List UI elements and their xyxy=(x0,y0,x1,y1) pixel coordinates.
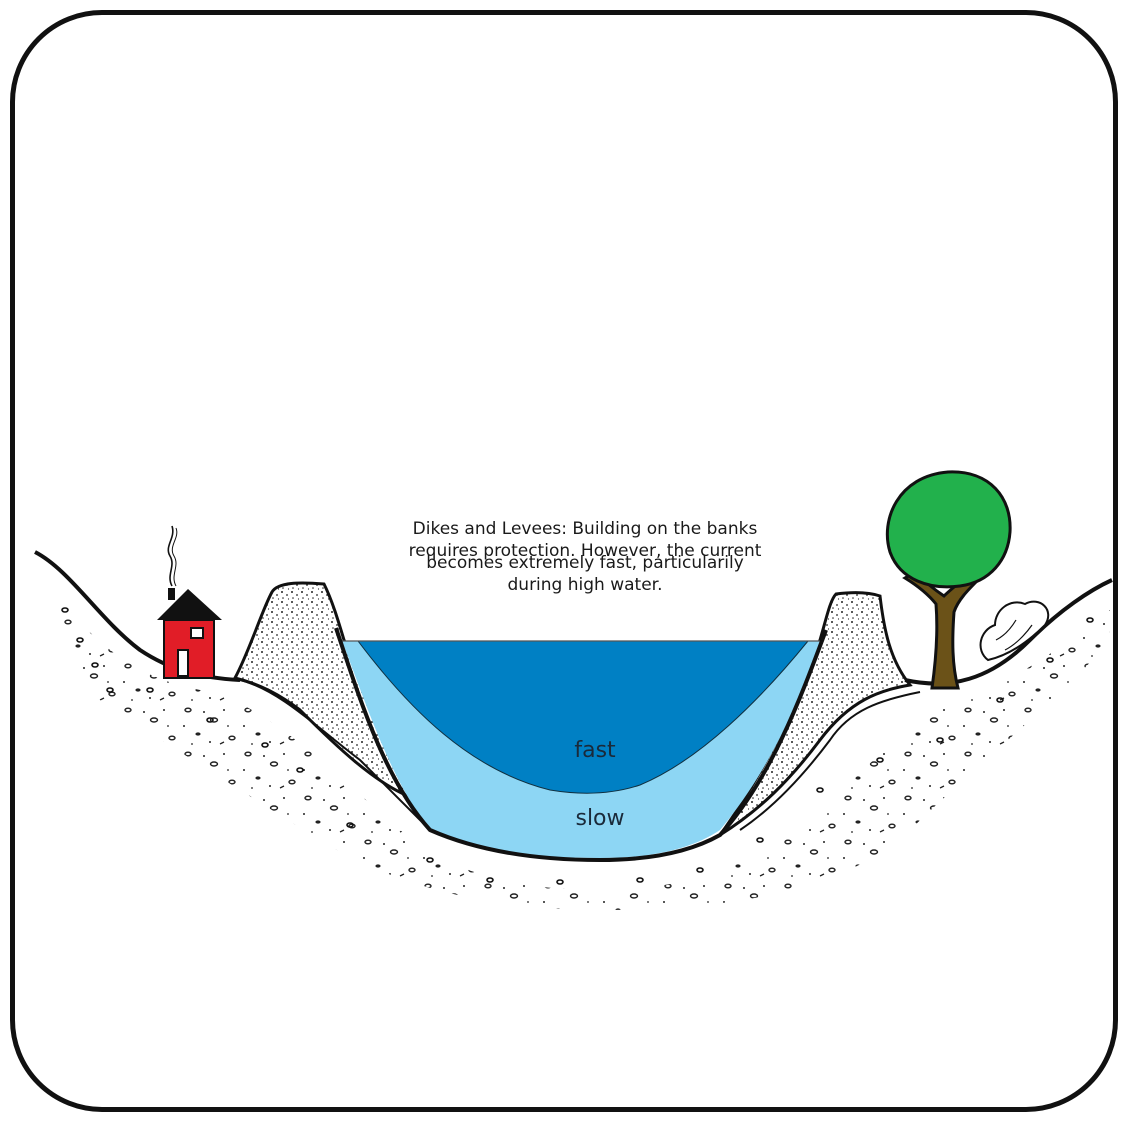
caption-line-4: during high water. xyxy=(370,574,800,596)
diagram-caption: Dikes and Levees: Building on the banks … xyxy=(370,518,800,596)
fast-water-label: fast xyxy=(574,738,615,763)
caption-line-1: Dikes and Levees: Building on the banks xyxy=(370,518,800,540)
house-icon xyxy=(157,588,222,678)
smoke-icon xyxy=(168,526,173,586)
bush-icon xyxy=(981,602,1049,660)
slow-water-label: slow xyxy=(575,806,624,831)
caption-line-3: becomes extremely fast, particularily xyxy=(370,552,800,574)
